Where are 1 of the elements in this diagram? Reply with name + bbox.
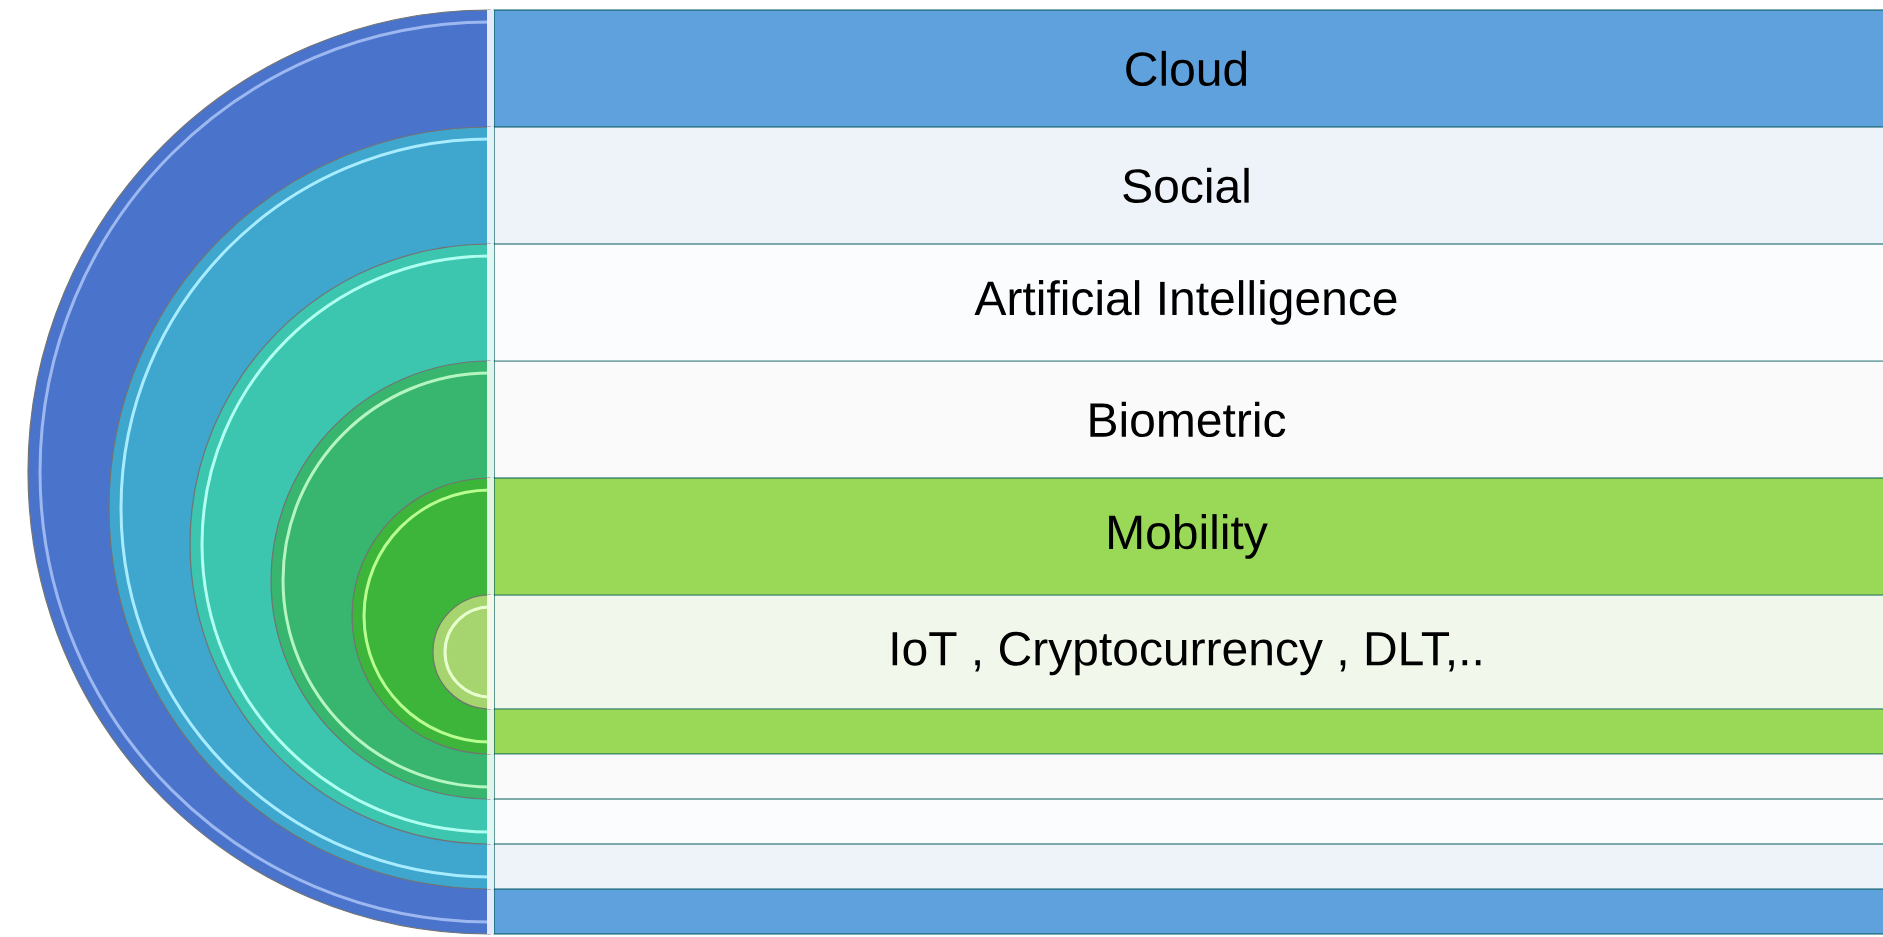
nested-band: IoT , Cryptocurrency , DLT,.. (432, 594, 1883, 710)
